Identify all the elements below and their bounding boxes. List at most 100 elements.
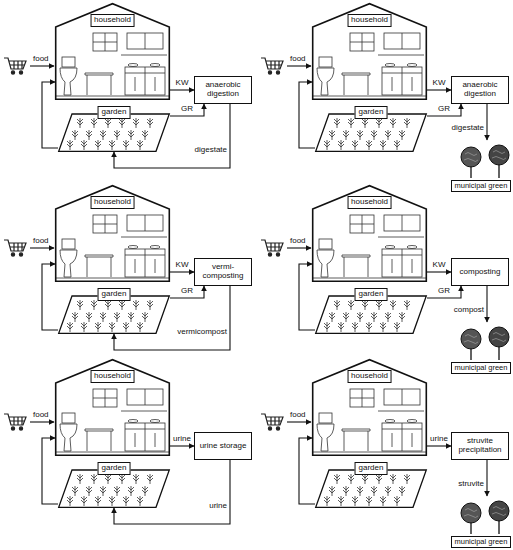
node-label: household — [90, 14, 135, 27]
edge-label: compost — [454, 306, 484, 315]
node-label: garden — [98, 288, 131, 301]
flow-label: food — [33, 55, 49, 64]
municipal-green-area: municipal green — [451, 140, 511, 192]
flow-arrow — [486, 460, 487, 496]
garden-shape — [316, 114, 427, 151]
edge-label: KW — [433, 79, 446, 88]
shopping-cart — [4, 58, 26, 74]
flow-label: food — [290, 237, 306, 246]
process-box: composting — [451, 258, 509, 286]
node-label: anaerobic digestion — [454, 81, 506, 99]
flow-arrow — [114, 460, 230, 524]
flow-arrow — [170, 286, 204, 298]
node-label: anaerobic digestion — [197, 81, 249, 99]
edge-label: urine — [173, 435, 191, 444]
panel-art — [4, 215, 169, 332]
garden-plot: garden — [315, 288, 427, 334]
flow-arrow — [427, 286, 461, 298]
panel-art — [261, 389, 509, 534]
node-label: garden — [355, 288, 388, 301]
process-box: anaerobic digestion — [194, 76, 252, 104]
edge-label: GR — [181, 105, 193, 114]
house-interior — [56, 33, 169, 96]
household-house: household — [55, 185, 170, 282]
flow-label: food — [33, 237, 49, 246]
garden-plot: garden — [315, 106, 427, 152]
shopping-cart — [4, 414, 26, 430]
food-arrow — [287, 247, 311, 248]
edge-label: GR — [438, 105, 450, 114]
edge-label: digestate — [452, 124, 484, 133]
flow-label: food — [33, 411, 49, 420]
flow-arrow — [170, 271, 194, 272]
edge-label: GR — [181, 287, 193, 296]
edge-label: KW — [176, 79, 189, 88]
garden-plants — [67, 300, 153, 332]
node-label: municipal green — [451, 536, 511, 548]
garden-shape — [59, 114, 170, 151]
flow-arrow — [42, 264, 58, 330]
garden-plants — [324, 118, 410, 150]
flow-arrow — [299, 438, 315, 504]
node-label: municipal green — [451, 362, 511, 374]
flow-arrow — [486, 286, 487, 322]
house-interior — [56, 215, 169, 278]
node-label: household — [90, 370, 135, 383]
flow-arrow — [170, 445, 194, 446]
edge-label: KW — [433, 261, 446, 270]
flow-arrow — [299, 264, 315, 330]
garden-shape — [59, 296, 170, 333]
edge-label: digestate — [195, 146, 227, 155]
flow-arrow — [170, 104, 204, 116]
house-interior — [56, 389, 169, 452]
flow-arrow — [427, 271, 451, 272]
garden-plants — [67, 118, 153, 150]
node-label: household — [347, 14, 392, 27]
house-shape — [56, 4, 170, 100]
shopping-cart — [261, 240, 283, 256]
municipal-green-area: municipal green — [451, 496, 511, 548]
garden-plants — [324, 474, 410, 506]
flow-arrow — [42, 82, 58, 148]
node-label: municipal green — [451, 180, 511, 192]
flow-arrow — [299, 82, 315, 148]
shopping-cart — [261, 414, 283, 430]
node-label: household — [347, 370, 392, 383]
process-box: struvite precipitation — [451, 432, 509, 460]
edge-label: urine — [430, 435, 448, 444]
house-shape — [313, 360, 427, 456]
edge-label: KW — [176, 261, 189, 270]
house-shape — [56, 360, 170, 456]
panel-art — [261, 215, 509, 360]
node-label: garden — [355, 462, 388, 475]
flow-arrow — [114, 104, 230, 168]
household-house: household — [55, 3, 170, 100]
garden-plot: garden — [58, 106, 170, 152]
edge-label: vermicompost — [177, 328, 227, 337]
trees — [461, 501, 509, 534]
node-label: vermi- composting — [197, 263, 249, 281]
process-box: anaerobic digestion — [451, 76, 509, 104]
panel-art — [261, 33, 509, 178]
node-label: garden — [98, 106, 131, 119]
node-label: household — [347, 196, 392, 209]
household-house: household — [312, 359, 427, 456]
house-interior — [313, 389, 426, 452]
flow-arrow — [114, 286, 230, 350]
panel-art — [4, 389, 169, 506]
flow-arrow — [486, 104, 487, 140]
node-label: composting — [460, 268, 501, 277]
node-label: struvite precipitation — [454, 437, 506, 455]
food-arrow — [30, 421, 54, 422]
flow-arrow — [427, 104, 461, 116]
flow-label: food — [290, 55, 306, 64]
house-shape — [56, 186, 170, 282]
edge-label: struvite — [458, 480, 484, 489]
garden-plot: garden — [315, 462, 427, 508]
house-shape — [313, 4, 427, 100]
flow-arrow — [170, 89, 194, 90]
edge-label: urine — [209, 502, 227, 511]
edge-label: GR — [438, 287, 450, 296]
house-shape — [313, 186, 427, 282]
